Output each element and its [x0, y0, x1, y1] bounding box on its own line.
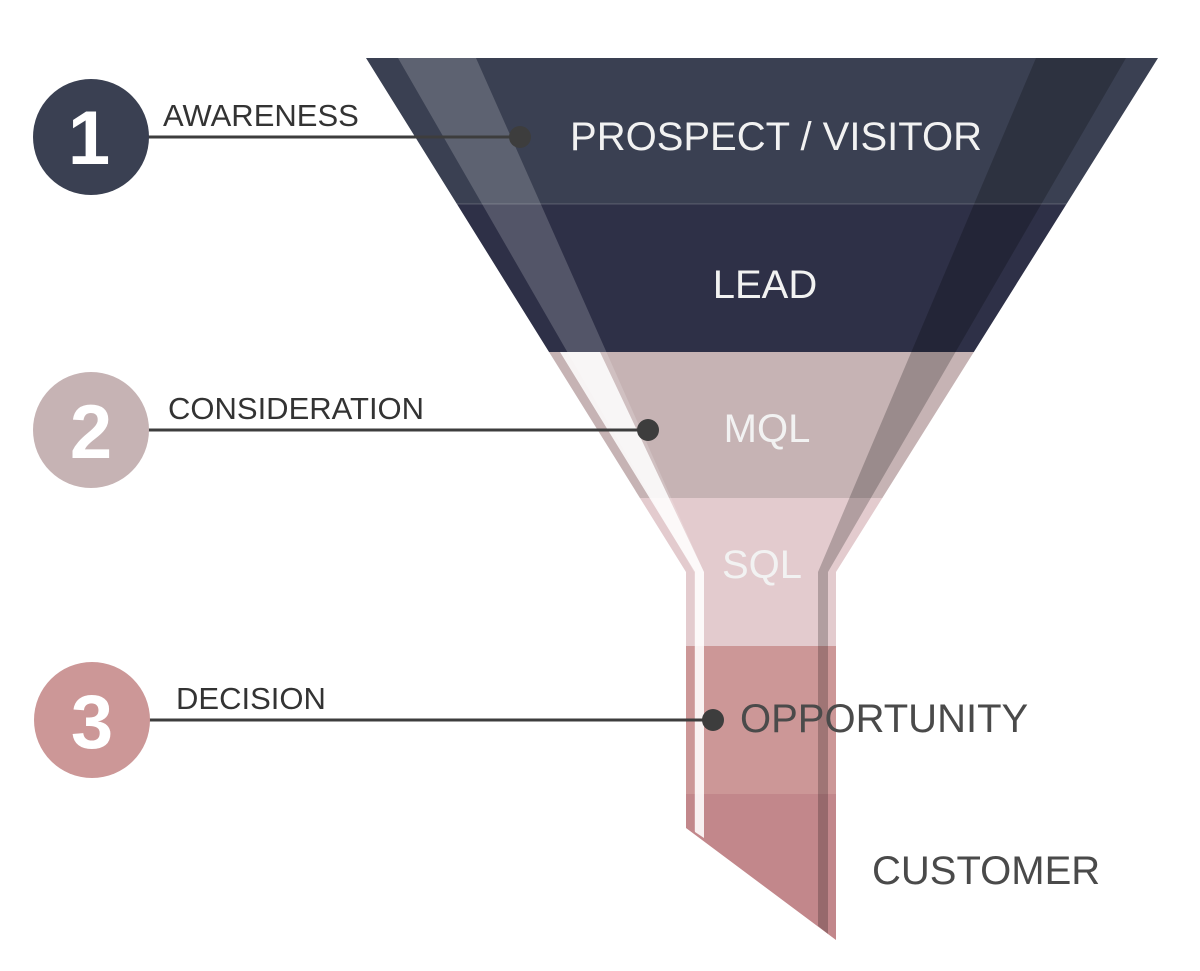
stage-number: 1: [68, 96, 110, 181]
stage-connector-dot: [702, 709, 724, 731]
stage-connector-dot: [637, 419, 659, 441]
stage-number: 3: [71, 680, 113, 765]
funnel-right-shadow-strip: [818, 58, 1126, 934]
stage-connector-dot: [509, 126, 531, 148]
band-label-lead: LEAD: [713, 263, 818, 307]
stage-label: DECISION: [176, 681, 326, 716]
stage-label: AWARENESS: [163, 98, 359, 133]
funnel-band-prospect: [366, 58, 1158, 204]
stage-awareness: 1 AWARENESS: [33, 79, 531, 195]
band-label-prospect: PROSPECT / VISITOR: [570, 115, 982, 159]
band-label-customer: CUSTOMER: [872, 849, 1100, 893]
funnel-band-sql: [366, 498, 1158, 646]
band-label-mql: MQL: [724, 407, 811, 451]
band-label-opportunity: OPPORTUNITY: [740, 697, 1028, 741]
stage-number-badge: [33, 79, 149, 195]
stage-decision: 3 DECISION: [34, 662, 724, 778]
funnel-left-white-strip: [560, 352, 704, 838]
band-label-sql: SQL: [722, 543, 802, 587]
stage-label: CONSIDERATION: [168, 391, 424, 426]
stage-number-badge: [34, 662, 150, 778]
stage-consideration: 2 CONSIDERATION: [33, 372, 659, 488]
funnel-body: [366, 58, 1158, 940]
stage-number-badge: [33, 372, 149, 488]
stage-number: 2: [70, 390, 112, 475]
